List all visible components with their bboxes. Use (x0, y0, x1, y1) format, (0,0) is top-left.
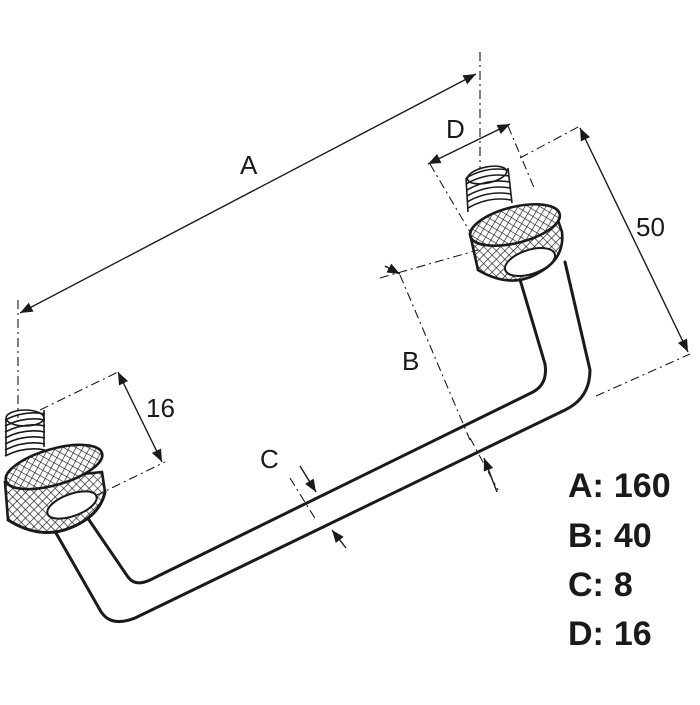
legend-key-c: C: (568, 566, 604, 604)
right-threaded-end (465, 165, 564, 282)
legend-value-a: 160 (614, 467, 671, 505)
legend-row-b: B: 40 (568, 517, 652, 555)
label-d: D (446, 114, 465, 144)
dimension-d-line (427, 123, 511, 165)
right-thread (465, 165, 513, 213)
legend-key-d: D: (568, 615, 604, 653)
legend-row-a: A: 160 (568, 467, 671, 505)
legend-value-c: 8 (614, 566, 633, 604)
rod (42, 260, 592, 624)
legend-value-d: 16 (614, 615, 652, 653)
left-threaded-end (3, 409, 107, 534)
dimension-legend: A: 160 B: 40 C: 8 D: 16 (568, 467, 671, 653)
extension-lines (17, 52, 691, 521)
label-c: C (260, 444, 279, 474)
left-thread (4, 409, 46, 457)
legend-value-b: 40 (614, 517, 652, 555)
dimension-b-arrow-bottom (483, 457, 498, 493)
left-knurled-nut (3, 443, 107, 534)
dimension-16-line (117, 371, 163, 463)
legend-key-b: B: (568, 517, 604, 555)
label-16: 16 (146, 393, 175, 423)
legend-key-a: A: (568, 467, 604, 505)
right-knurled-nut (468, 202, 564, 282)
dimension-c-arrow-bottom (331, 529, 347, 549)
dimension-lines (19, 73, 689, 549)
label-a: A (240, 150, 258, 180)
dimension-c-arrow-top (299, 465, 317, 493)
dimension-b-arrow-top (384, 263, 401, 275)
legend-row-c: C: 8 (568, 566, 633, 604)
dimension-labels: A D 50 16 B C (146, 114, 665, 474)
dimension-50-line (579, 127, 689, 353)
label-50: 50 (636, 212, 665, 242)
legend-row-d: D: 16 (568, 615, 652, 653)
dimension-a-line (19, 73, 477, 314)
label-b: B (402, 346, 419, 376)
